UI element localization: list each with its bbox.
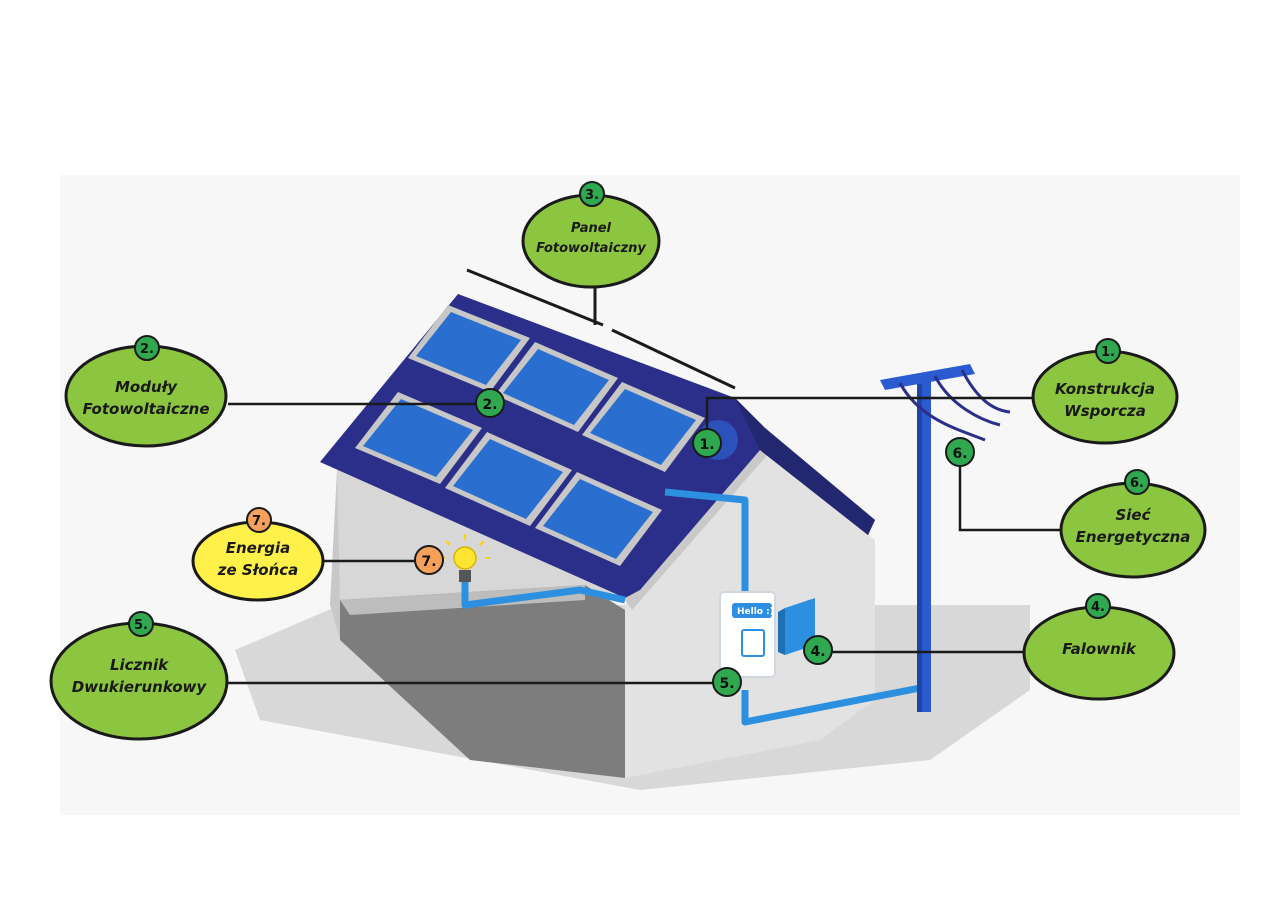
dc-cable	[461, 488, 921, 726]
marker-4: 4.	[803, 635, 833, 665]
house-interior	[340, 585, 625, 778]
leader-line-6	[958, 462, 1060, 532]
marker-2: 2.	[475, 388, 505, 418]
label-grid-number: 6.	[1130, 476, 1144, 491]
label-inverter: 4. Falownik	[1022, 593, 1176, 701]
roof-right-edge	[735, 398, 875, 535]
label-panel-number: 3.	[585, 188, 599, 203]
marker-4-text: 4.	[810, 644, 825, 660]
marker-1-text: 1.	[699, 437, 714, 453]
utility-pole	[880, 364, 1011, 712]
label-modules-number: 2.	[140, 342, 154, 357]
light-bulb-icon	[440, 534, 490, 582]
leader-lines	[225, 396, 1060, 685]
meter-screen-text: Hello :)	[737, 607, 774, 617]
label-grid: 6. Sieć Energetyczna	[1059, 469, 1207, 579]
label-meter-number: 5.	[134, 618, 148, 633]
label-mounting: 1. Konstrukcja Wsporcza	[1031, 338, 1179, 445]
label-mounting-line1: Konstrukcja	[1055, 380, 1155, 398]
label-inverter-number: 4.	[1091, 600, 1105, 615]
label-modules: 2. Moduły Fotowoltaiczne	[64, 335, 228, 448]
label-modules-line1: Moduły	[115, 378, 178, 396]
label-meter-line1: Licznik	[110, 656, 169, 674]
label-solar-energy-number: 7.	[252, 514, 266, 529]
label-inverter-line1: Falownik	[1062, 640, 1137, 658]
marker-6: 6.	[945, 437, 975, 467]
marker-7-text: 7.	[421, 554, 436, 570]
solar-module	[355, 392, 482, 484]
label-mounting-number: 1.	[1101, 345, 1115, 360]
marker-6-text: 6.	[952, 446, 967, 462]
house-left-wall	[330, 470, 340, 640]
marker-1: 1.	[692, 428, 722, 458]
solar-module	[495, 342, 618, 432]
house-front-trim	[625, 445, 770, 610]
marker-2-text: 2.	[482, 397, 497, 413]
marker-5: 5.	[712, 667, 742, 697]
label-meter-line2: Dwukierunkowy	[72, 678, 208, 696]
label-solar-energy: 7. Energia ze Słońca	[191, 507, 325, 602]
solar-module	[582, 382, 705, 472]
panel-bracket	[466, 268, 736, 390]
solar-module-array	[355, 305, 705, 566]
label-mounting-line2: Wsporcza	[1064, 402, 1146, 420]
label-panel-line1: Panel	[571, 221, 612, 236]
marker-5-text: 5.	[719, 676, 734, 692]
leader-line-1	[705, 396, 1035, 428]
label-grid-line1: Sieć	[1115, 506, 1151, 524]
bidirectional-meter: Hello :)	[719, 591, 776, 678]
label-panel: 3. Panel Fotowoltaiczny	[521, 181, 661, 289]
marker-7: 7.	[414, 545, 444, 575]
label-meter: 5. Licznik Dwukierunkowy	[49, 611, 229, 741]
label-solar-energy-line1: Energia	[226, 539, 291, 557]
label-grid-line2: Energetyczna	[1076, 528, 1191, 546]
label-modules-line2: Fotowoltaiczne	[82, 400, 209, 418]
solar-module	[535, 472, 662, 566]
label-panel-line2: Fotowoltaiczny	[536, 241, 646, 256]
solar-module	[445, 432, 572, 526]
label-solar-energy-line2: ze Słońca	[217, 561, 299, 579]
solar-module	[408, 305, 530, 392]
